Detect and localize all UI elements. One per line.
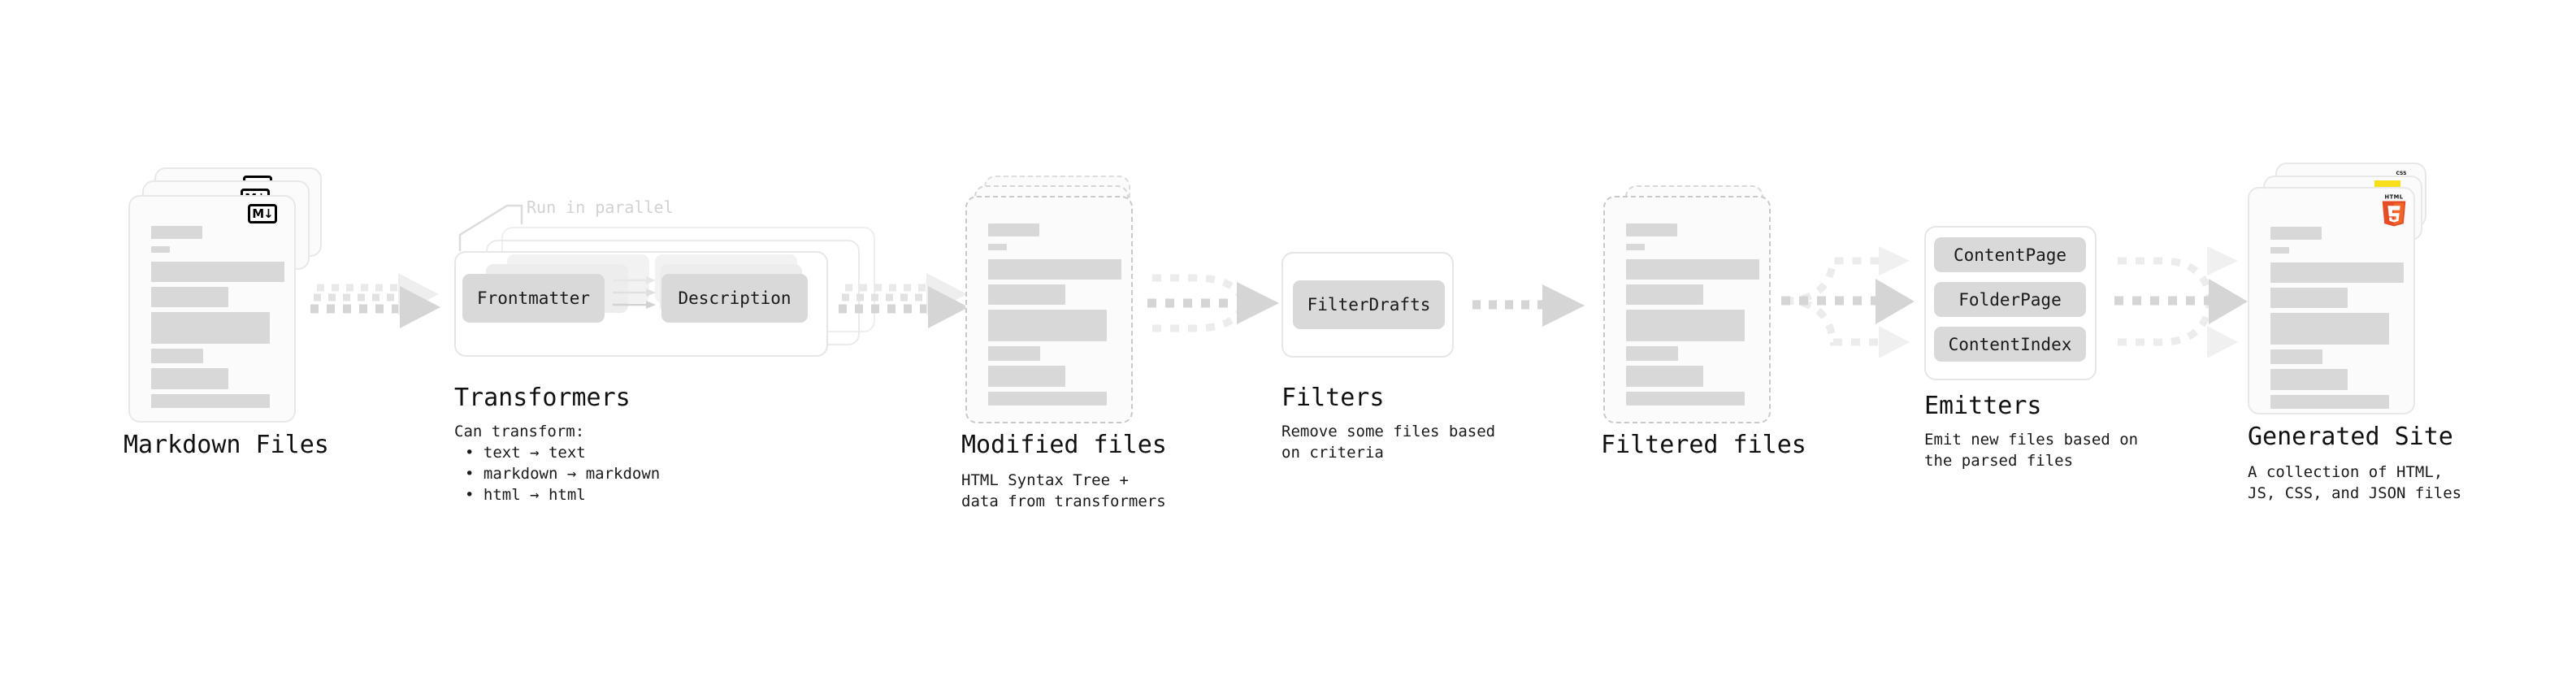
card-bar [151, 226, 202, 239]
modified-card-front [965, 196, 1133, 423]
stage-title-markdown-files: Markdown Files [124, 431, 329, 459]
arrow-emitters-to-generated-site [2114, 246, 2248, 358]
card-bar [988, 259, 1121, 280]
card-bar [151, 394, 270, 408]
arrow-modified-files-to-filters [1147, 274, 1279, 332]
card-bar [988, 244, 1007, 250]
transformer-chip-frontmatter[interactable]: Frontmatter [462, 274, 605, 323]
card-bar [1626, 259, 1759, 280]
arrow-filtered-files-to-emitters [1781, 246, 1915, 358]
transformers-bullet-3: • html → html [465, 486, 586, 504]
emitters-subtitle: Emit new files based on the parsed files [1924, 431, 2139, 470]
card-bar [988, 366, 1065, 387]
generated-card-front [2248, 187, 2415, 414]
card-bar [988, 223, 1039, 236]
arrow-filters-to-filtered-files [1472, 284, 1585, 327]
card-bar [151, 262, 284, 282]
emitter-chip-folderpage[interactable]: FolderPage [1934, 282, 2086, 317]
card-bar [2270, 262, 2404, 283]
stage-title-modified-files: Modified files [961, 431, 1167, 459]
card-bar [2270, 247, 2289, 254]
card-bar [2270, 288, 2348, 308]
card-bar [151, 368, 228, 389]
filter-chip-filterdrafts[interactable]: FilterDrafts [1293, 280, 1445, 329]
filters-subtitle: Remove some files based on criteria [1281, 423, 1496, 462]
modified-files-subtitle: HTML Syntax Tree + data from transformer… [961, 471, 1166, 510]
transformers-bullet-1: • text → text [465, 444, 586, 462]
stage-title-generated-site: Generated Site [2248, 423, 2453, 451]
stage-title-transformers: Transformers [454, 384, 631, 412]
card-bar [988, 346, 1040, 361]
transformers-bullet-2: • markdown → markdown [465, 465, 661, 483]
card-bar [2270, 313, 2389, 345]
card-bar [1626, 223, 1677, 236]
filtered-card-front [1603, 196, 1771, 423]
html5-wordmark: HTML [2385, 194, 2404, 201]
run-in-parallel-label: Run in parallel [527, 197, 674, 217]
card-bar [1626, 284, 1703, 305]
emitter-chip-contentindex[interactable]: ContentIndex [1934, 327, 2086, 362]
transformers-subtitle: Can transform: [454, 423, 585, 440]
card-bar [1626, 346, 1678, 361]
emitter-chip-contentpage[interactable]: ContentPage [1934, 237, 2086, 272]
card-bar [151, 246, 170, 253]
transformer-inner-arrows [613, 276, 656, 309]
stage-title-filtered-files: Filtered files [1601, 431, 1806, 459]
card-bar [151, 287, 228, 307]
card-bar [1626, 244, 1645, 250]
stage-title-filters: Filters [1281, 384, 1385, 412]
markdown-card-front [128, 195, 296, 423]
css-wordmark: CSS [2396, 171, 2407, 176]
card-bar [988, 284, 1065, 305]
card-bar [151, 349, 203, 363]
run-in-parallel-leader [458, 204, 523, 251]
card-bar [151, 312, 270, 344]
card-bar [2270, 227, 2322, 240]
card-bar [2270, 395, 2389, 409]
card-bar [1626, 366, 1703, 387]
card-bar [2270, 349, 2322, 364]
card-bar [1626, 392, 1745, 406]
arrow-markdown-to-transformers [310, 273, 440, 328]
card-bar [2270, 369, 2348, 390]
arrow-transformers-to-modified-files [839, 273, 969, 328]
markdown-icon: M↓ [248, 204, 277, 223]
html5-icon: HTML [2382, 194, 2406, 227]
stage-title-emitters: Emitters [1924, 392, 2042, 420]
card-bar [1626, 310, 1745, 341]
generated-site-subtitle: A collection of HTML, JS, CSS, and JSON … [2248, 463, 2462, 502]
transformer-chip-description[interactable]: Description [661, 274, 808, 323]
card-bar [988, 310, 1107, 341]
card-bar [988, 392, 1107, 406]
